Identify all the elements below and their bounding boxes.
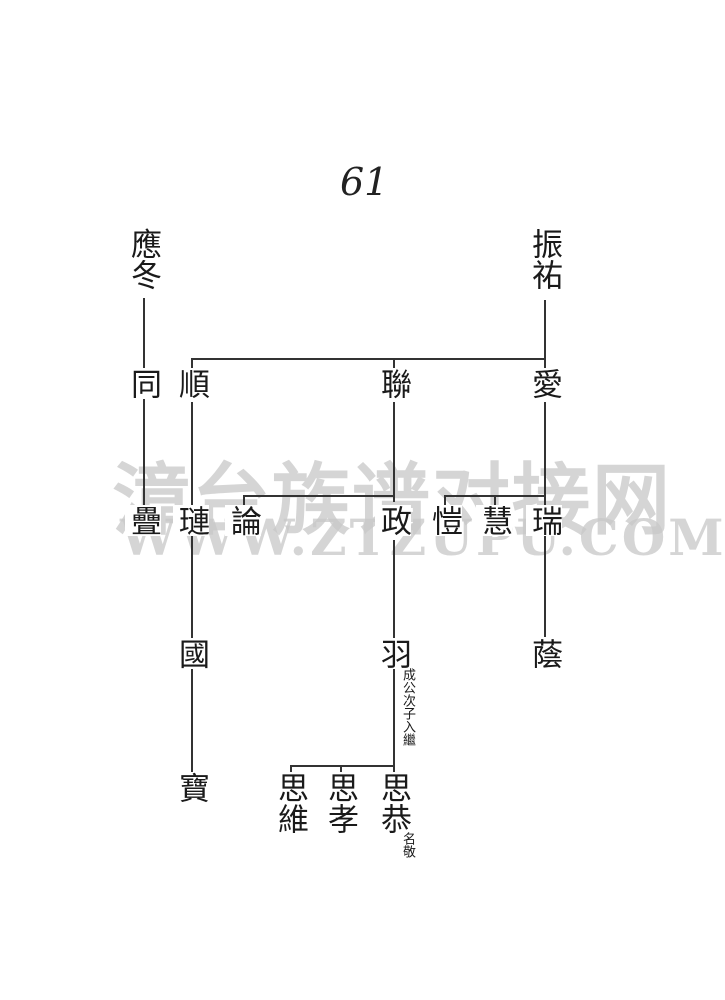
name-guo: 國 (173, 638, 209, 669)
name-si-wei: 思維 (272, 772, 308, 834)
line-to-si-wei (290, 765, 292, 775)
line-ying-dong-to-die (143, 298, 145, 528)
name-lun: 論 (225, 505, 261, 536)
line-to-si-xiao (340, 765, 342, 775)
name-ying-dong: 應冬 (125, 228, 161, 290)
note-yu: 成公次子入繼 (398, 668, 415, 746)
name-yin: 蔭 (526, 638, 562, 669)
name-zheng: 政 (375, 505, 411, 536)
line-zheng-to-yu (393, 540, 395, 640)
name-kai: 愷 (426, 505, 462, 536)
name-hui: 慧 (476, 505, 512, 536)
line-zhen-you-trunk (544, 300, 546, 360)
name-si-xiao: 思孝 (322, 772, 358, 834)
name-bao: 寶 (173, 772, 209, 803)
line-shun-to-bao (191, 402, 193, 772)
name-lian: 聯 (375, 368, 411, 399)
line-yu-to-si-gong (393, 668, 395, 773)
line-to-kai (444, 495, 446, 505)
name-si-gong: 思恭 (375, 772, 411, 834)
line-zhen-you-branch (191, 358, 545, 360)
name-die: 疊 (125, 505, 161, 536)
line-to-lun (243, 495, 245, 505)
name-shun: 順 (173, 368, 209, 399)
name-zhen-you: 振祐 (526, 228, 562, 290)
page-number: 61 (340, 160, 389, 204)
name-lian2: 璉 (173, 505, 209, 536)
note-si-gong: 名敬 (398, 832, 415, 858)
name-ai: 愛 (526, 368, 562, 399)
watermark-latin: WWW.ZTZUPU.COM (120, 508, 725, 567)
name-rui: 瑞 (526, 505, 562, 536)
line-to-hui (494, 495, 496, 505)
line-yu-branch (290, 765, 394, 767)
line-lian-to-zheng (393, 402, 395, 502)
line-lian-branch (243, 495, 394, 497)
name-yu: 羽 (375, 638, 411, 669)
name-tong: 同 (125, 368, 161, 399)
